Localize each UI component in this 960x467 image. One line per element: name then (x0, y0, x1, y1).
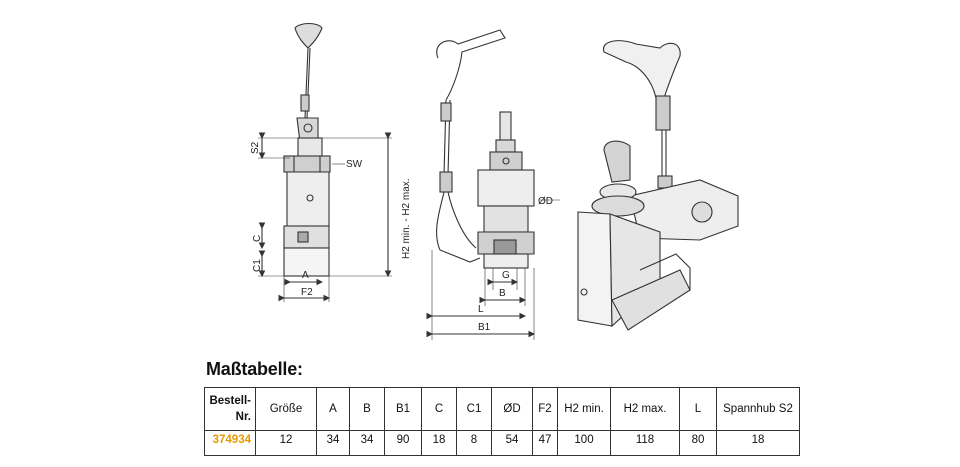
order-number-cell: 374934 (204, 430, 256, 456)
table-cell: 18 (421, 430, 457, 456)
table-cell: 100 (557, 430, 611, 456)
header-cell: F2 (532, 387, 558, 431)
table-cell: 90 (384, 430, 422, 456)
dim-label-l: L (478, 304, 484, 315)
header-cell: A (316, 387, 350, 431)
table-cell: 8 (456, 430, 492, 456)
table-cell: 18 (716, 430, 800, 456)
dim-label-od: ØD (538, 196, 553, 207)
table-title: Maßtabelle: (206, 359, 303, 379)
table-cell: 47 (532, 430, 558, 456)
dim-label-g: G (502, 270, 510, 281)
table-cell: 54 (491, 430, 533, 456)
dim-label-f2: F2 (301, 287, 313, 298)
dim-label-a: A (302, 270, 309, 281)
header-cell: B (349, 387, 385, 431)
isometric-view (577, 40, 739, 331)
header-cell: B1 (384, 387, 422, 431)
header-cell: C1 (456, 387, 492, 431)
table-cell: 34 (349, 430, 385, 456)
dim-label-sw: SW (346, 159, 363, 170)
front-view (426, 29, 560, 340)
table-cell: 80 (679, 430, 717, 456)
header-cell: H2 max. (610, 387, 680, 431)
dim-label-s2: S2 (250, 141, 261, 154)
side-view (258, 22, 392, 302)
dim-label-b: B (499, 288, 506, 299)
table-cell: 34 (316, 430, 350, 456)
header-cell: C (421, 387, 457, 431)
dimension-table: Bestell-Nr. Größe A B B1 C C1 ØD F2 H2 m… (204, 387, 800, 456)
header-cell: Größe (255, 387, 317, 431)
technical-drawing: S2 SW H2 min. - H2 max. C C1 A F2 (250, 22, 739, 340)
header-cell: H2 min. (557, 387, 611, 431)
header-cell: L (679, 387, 717, 431)
dim-label-c: C (252, 235, 263, 242)
table-cell: 118 (610, 430, 680, 456)
table-row: 374934 12 34 34 90 18 8 54 47 100 118 80… (204, 430, 800, 456)
table-cell: 12 (255, 430, 317, 456)
header-cell: Spannhub S2 (716, 387, 800, 431)
dim-label-c1: C1 (252, 259, 263, 272)
header-cell: Bestell-Nr. (204, 387, 256, 431)
dim-label-b1: B1 (478, 322, 491, 333)
header-cell: ØD (491, 387, 533, 431)
table-header-row: Bestell-Nr. Größe A B B1 C C1 ØD F2 H2 m… (204, 387, 800, 431)
dim-label-h2: H2 min. - H2 max. (401, 178, 412, 259)
